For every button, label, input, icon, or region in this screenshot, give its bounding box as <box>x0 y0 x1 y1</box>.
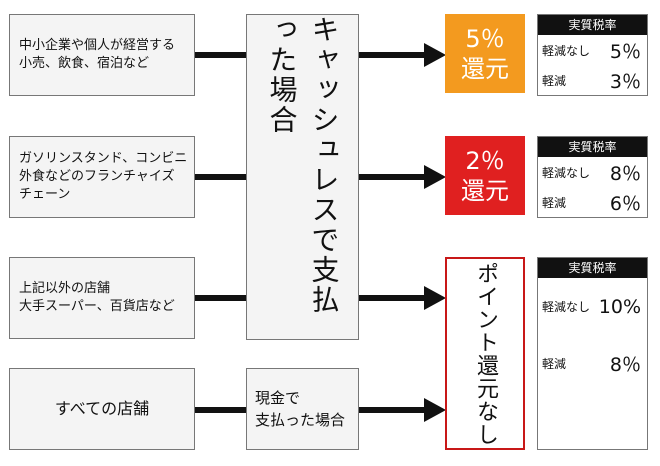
connector-line <box>195 174 246 180</box>
tax-rate-row: 軽減 8％ <box>538 335 647 392</box>
arrow-line <box>359 174 425 180</box>
tax-rate-label: 軽減なし <box>542 165 591 180</box>
arrow-head-icon <box>424 43 446 67</box>
tax-rate-value: 10% <box>598 295 641 318</box>
tax-rate-label: 軽減 <box>542 73 567 88</box>
arrow-line <box>359 407 425 413</box>
tax-rate-value: 8％ <box>609 162 641 185</box>
store-label: 中小企業や個人が経営する 小売、飲食、宿泊など <box>19 38 176 71</box>
tax-rate-row: 軽減なし 5％ <box>538 35 647 65</box>
connector-line <box>195 407 246 413</box>
cashless-payment-label: キャッシュレスで支払った場合 <box>265 15 341 315</box>
tax-rate-row: 軽減 3％ <box>538 65 647 95</box>
store-label: ガソリンスタンド、コンビニ 外食などのフランチャイズ チェーン <box>19 151 188 202</box>
tax-rate-row: 軽減なし 8％ <box>538 157 647 187</box>
tax-rate-header: 実質税率 <box>538 137 647 157</box>
reward-label: 還元 <box>461 176 509 205</box>
arrow-head-icon <box>424 286 446 310</box>
arrow-head-icon <box>424 398 446 422</box>
tax-rate-value: 8％ <box>609 354 641 376</box>
arrow-line <box>359 52 425 58</box>
tax-rate-header: 実質税率 <box>538 258 647 278</box>
reward-box-2-percent: 2％ 還元 <box>445 136 525 215</box>
tax-rate-value: 3％ <box>609 70 641 93</box>
reward-box-5-percent: 5％ 還元 <box>445 14 525 93</box>
store-box-franchise: ガソリンスタンド、コンビニ 外食などのフランチャイズ チェーン <box>9 136 195 218</box>
tax-rate-value: 5％ <box>609 40 641 63</box>
cashless-payment-box: キャッシュレスで支払った場合 <box>246 14 359 340</box>
reward-box-none: ポイント還元なし <box>445 257 525 450</box>
store-box-all: すべての店舗 <box>9 368 195 450</box>
cash-payment-label: 現金で 支払った場合 <box>255 389 346 429</box>
store-label: すべての店舗 <box>54 399 150 418</box>
tax-rate-label: 軽減なし <box>542 300 591 314</box>
tax-rate-row: 軽減 6％ <box>538 187 647 217</box>
connector-line <box>195 52 246 58</box>
tax-rate-label: 軽減 <box>542 357 567 371</box>
cash-payment-box: 現金で 支払った場合 <box>246 368 359 450</box>
tax-rate-box: 実質税率 軽減なし 8％ 軽減 6％ <box>537 136 648 218</box>
tax-rate-label: 軽減 <box>542 195 567 210</box>
reward-percent: 5％ <box>465 24 505 53</box>
reward-none-label: ポイント還元なし <box>473 261 498 446</box>
tax-rate-row: 軽減なし 10% <box>538 278 647 335</box>
reward-label: 還元 <box>461 54 509 83</box>
tax-rate-box: 実質税率 軽減なし 10% 軽減 8％ <box>537 257 648 450</box>
tax-rate-header: 実質税率 <box>538 15 647 35</box>
store-box-small-business: 中小企業や個人が経営する 小売、飲食、宿泊など <box>9 14 195 96</box>
store-box-other: 上記以外の店舗 大手スーパー、百貨店など <box>9 257 195 339</box>
tax-rate-box: 実質税率 軽減なし 5％ 軽減 3％ <box>537 14 648 96</box>
tax-rate-label: 軽減なし <box>542 43 591 58</box>
tax-rate-value: 6％ <box>609 192 641 215</box>
arrow-head-icon <box>424 165 446 189</box>
arrow-line <box>359 295 425 301</box>
store-label: 上記以外の店舗 大手スーパー、百貨店など <box>19 281 175 314</box>
connector-line <box>195 295 246 301</box>
reward-percent: 2％ <box>465 146 505 175</box>
